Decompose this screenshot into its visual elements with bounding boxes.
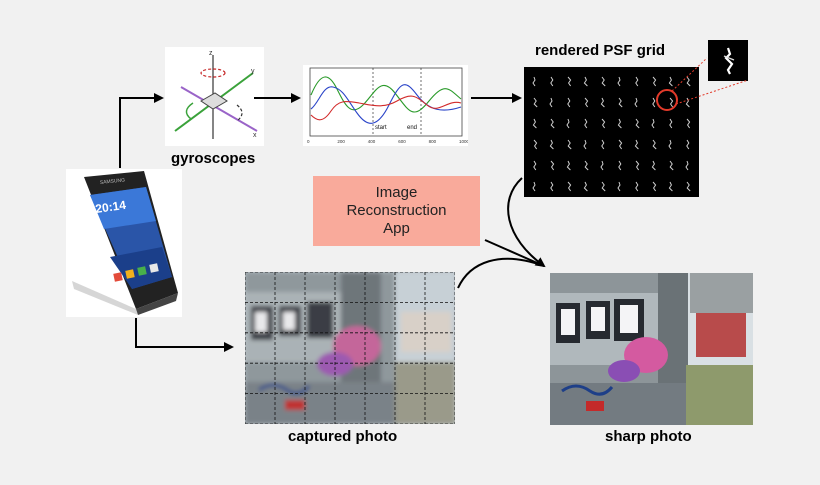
psf-kernel <box>583 139 587 150</box>
psf-kernel <box>618 97 623 108</box>
arrow-phone-to-captured <box>135 318 234 352</box>
captured-photo-label: captured photo <box>288 428 398 445</box>
psf-kernel <box>601 118 606 129</box>
psf-kernel <box>652 76 657 87</box>
psf-kernel <box>567 97 571 108</box>
psf-kernel <box>635 160 640 171</box>
psf-kernel <box>651 160 656 171</box>
psf-kernel <box>635 181 639 192</box>
psf-kernel <box>550 76 554 87</box>
psf-kernel <box>567 139 572 150</box>
psf-kernel <box>652 139 657 150</box>
psf-kernel <box>634 97 638 108</box>
captured-photo <box>245 272 455 424</box>
psf-kernel <box>669 118 673 129</box>
psf-kernel <box>583 181 588 192</box>
psf-kernel <box>567 76 572 87</box>
arrow-phone-to-gyroscopes <box>119 93 164 168</box>
psf-kernel <box>686 118 691 129</box>
psf-kernel <box>550 160 555 171</box>
arrow-psf-to-sharp <box>507 177 546 268</box>
psf-kernel <box>669 160 674 171</box>
psf-highlight-circle <box>656 89 678 111</box>
psf-kernel <box>532 181 536 192</box>
psf-kernel <box>533 160 537 171</box>
plot-marker-end: end <box>407 125 417 131</box>
captured-grid-overlay <box>245 272 455 424</box>
app-box-line-1: Image <box>375 184 418 201</box>
plot-x-tick-label: 600 <box>398 139 406 144</box>
psf-kernel <box>566 118 570 129</box>
sharp-photo-label: sharp photo <box>605 428 692 445</box>
plot-x-tick-label: 200 <box>337 139 345 144</box>
plot-marker-start: start <box>375 125 387 131</box>
psf-zoom-line-top <box>671 57 708 92</box>
plot-x-tick-label: 0 <box>307 139 310 144</box>
psf-kernel <box>584 97 589 108</box>
psf-kernel <box>617 181 621 192</box>
psf-kernel <box>617 118 622 129</box>
psf-kernel <box>533 139 538 150</box>
psf-kernel <box>634 139 639 150</box>
psf-kernel <box>549 139 554 150</box>
psf-kernel <box>652 97 656 108</box>
psf-kernel <box>550 118 555 129</box>
gyroscopes-label: gyroscopes <box>171 150 256 167</box>
psf-kernel <box>686 139 690 150</box>
psf-kernel <box>600 97 605 108</box>
psf-zoom-line-bottom <box>675 79 749 105</box>
plot-x-tick-label: 400 <box>368 139 376 144</box>
gyro-axis-z: z <box>209 50 213 57</box>
psf-kernel <box>618 160 622 171</box>
arrow-app-to-sharp <box>484 239 545 267</box>
psf-kernel <box>686 76 691 87</box>
psf-kernel <box>668 139 672 150</box>
gyro-signal-plot: start end 0 200 400 600 800 1000 <box>303 65 468 146</box>
psf-kernel <box>617 76 621 87</box>
phone-time: 20:14 <box>94 198 127 216</box>
plot-x-tick-label: 800 <box>429 139 437 144</box>
psf-zoom-inset <box>708 40 748 81</box>
psf-kernel <box>600 160 604 171</box>
gyroscope-image: z y x <box>165 47 264 146</box>
arrow-captured-to-sharp <box>457 257 545 289</box>
psf-kernel <box>652 181 657 192</box>
gyro-axis-y: y <box>251 68 255 75</box>
psf-kernel <box>651 118 655 129</box>
psf-kernel <box>635 76 639 87</box>
psf-kernel <box>635 118 640 129</box>
plot-x-ticks: 0 200 400 600 800 1000 <box>307 139 468 144</box>
psf-grid-label: rendered PSF grid <box>535 42 666 59</box>
psf-kernel <box>583 76 588 87</box>
psf-grid-image <box>524 67 699 197</box>
psf-kernel <box>533 97 538 108</box>
plot-x-tick-label: 1000 <box>459 139 468 144</box>
phone-image: 20:14 SAMSUNG <box>66 169 182 317</box>
psf-kernel <box>567 181 572 192</box>
psf-kernel <box>549 97 553 108</box>
sharp-photo <box>550 273 753 425</box>
psf-kernel <box>618 139 623 150</box>
psf-kernel <box>584 118 588 129</box>
psf-kernel <box>601 181 606 192</box>
image-reconstruction-app-box: Image Reconstruction App <box>313 176 480 246</box>
psf-kernel <box>669 97 674 108</box>
psf-kernel <box>685 160 689 171</box>
psf-kernel <box>686 181 691 192</box>
app-box-line-2: Reconstruction <box>346 202 447 219</box>
psf-kernel <box>601 139 605 150</box>
psf-kernel <box>532 118 537 129</box>
app-box-line-3: App <box>383 220 410 237</box>
psf-kernel <box>584 160 589 171</box>
psf-kernel <box>685 97 690 108</box>
gyro-axis-x: x <box>253 132 257 139</box>
psf-kernel <box>566 160 571 171</box>
psf-kernel <box>532 76 536 87</box>
psf-kernel <box>668 76 673 87</box>
psf-kernel <box>668 181 673 192</box>
phone-brand: SAMSUNG <box>100 177 126 186</box>
psf-kernel <box>601 76 606 87</box>
psf-kernel <box>550 181 554 192</box>
